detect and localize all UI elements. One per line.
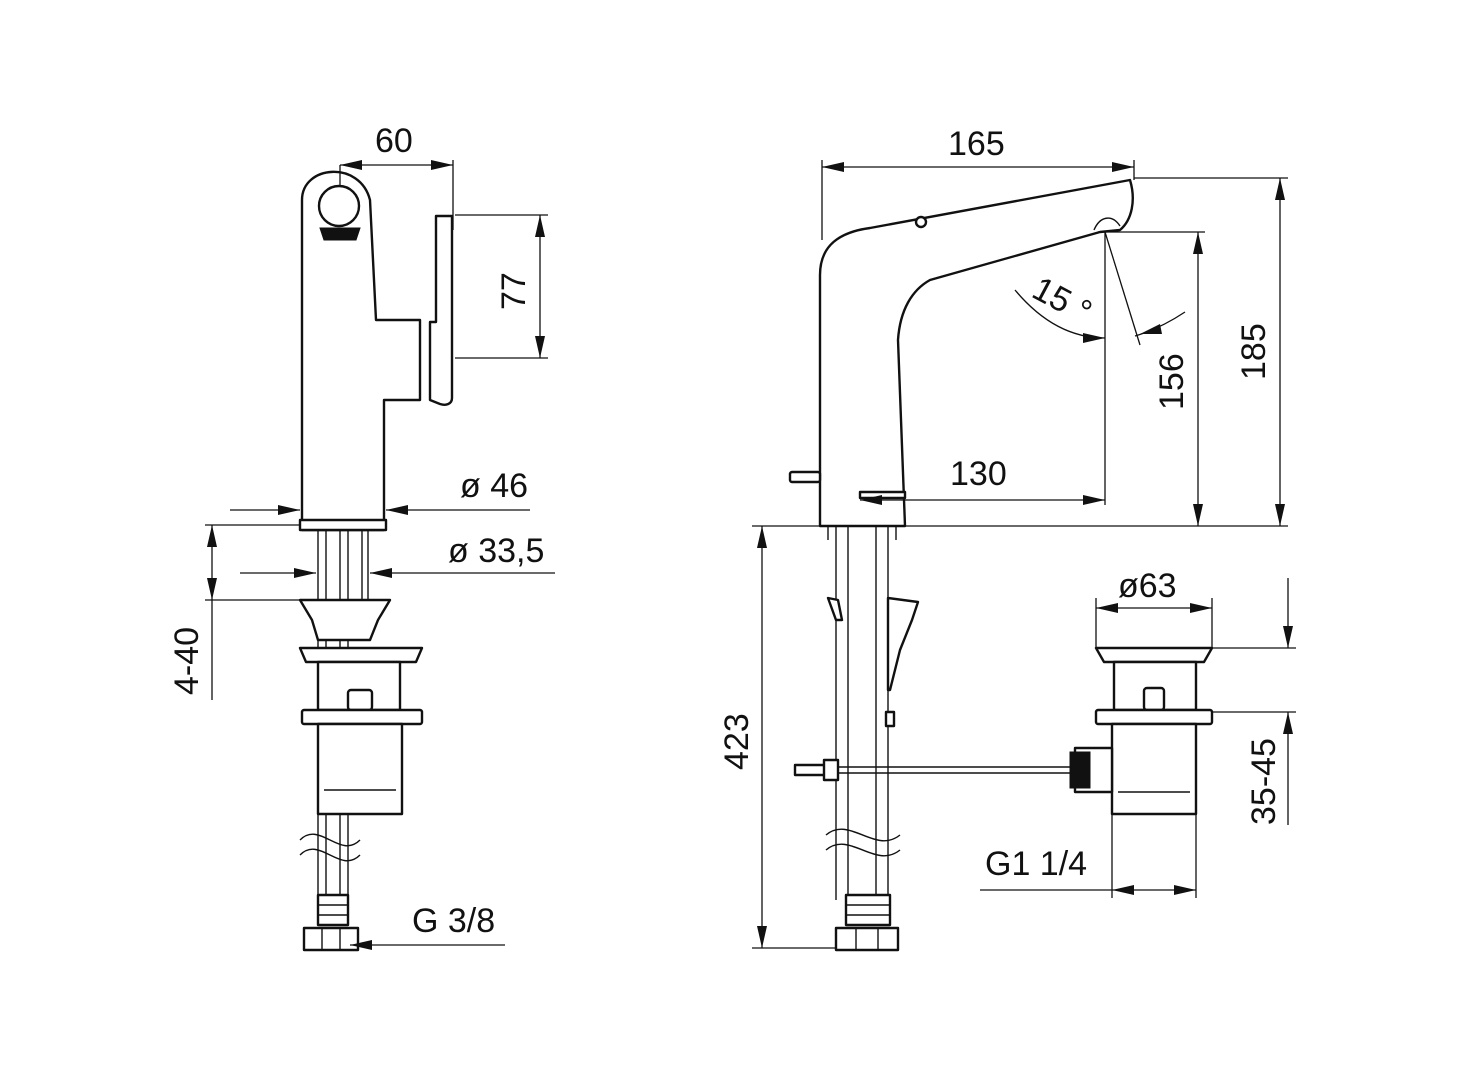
dim-156-label: 156 [1153, 353, 1191, 410]
dim-423-label: 423 [718, 713, 756, 770]
front-view-faucet [788, 178, 1134, 952]
lever-pivot [317, 184, 361, 228]
waste-valve [1069, 646, 1214, 816]
dim-130-label: 130 [950, 455, 1007, 493]
dim-35-45-label: 35-45 [1245, 738, 1283, 825]
mounting-bracket [886, 596, 920, 692]
dim-4-40-label: 4-40 [168, 627, 206, 695]
mounting-nut [298, 598, 392, 642]
side-view-faucet [298, 170, 454, 952]
faucet-body-side [300, 170, 422, 532]
dim-77-label: 77 [495, 272, 533, 310]
waste-plug [1094, 646, 1214, 664]
dim-dia46-label: ø 46 [460, 467, 528, 505]
angle-15-label: 15 ° [1026, 270, 1098, 332]
lever-handle [428, 214, 454, 406]
thread-g38-label: G 3/8 [412, 902, 495, 940]
thread-g114-label: G1 1/4 [985, 845, 1087, 883]
waste-tail-front [1110, 722, 1198, 816]
front-view-dimensions: 165 185 156 15 ° 130 423 [718, 125, 1296, 949]
dim-dia63-label: ø63 [1118, 567, 1177, 605]
side-view-dimensions: 60 77 ø 46 ø 33,5 4-40 G 3/8 [168, 122, 555, 950]
hose-nut-front [834, 926, 900, 952]
dim-dia33-label: ø 33,5 [448, 532, 544, 570]
hose-nut [302, 926, 360, 952]
faucet-body-front [818, 178, 1134, 528]
mounting-washer [298, 646, 424, 664]
break-mark [299, 833, 361, 847]
waste-tail [316, 722, 404, 816]
waste-flange [300, 708, 424, 726]
dim-60-label: 60 [375, 122, 413, 160]
dim-185-label: 185 [1235, 323, 1273, 380]
dim-165-label: 165 [948, 125, 1005, 163]
